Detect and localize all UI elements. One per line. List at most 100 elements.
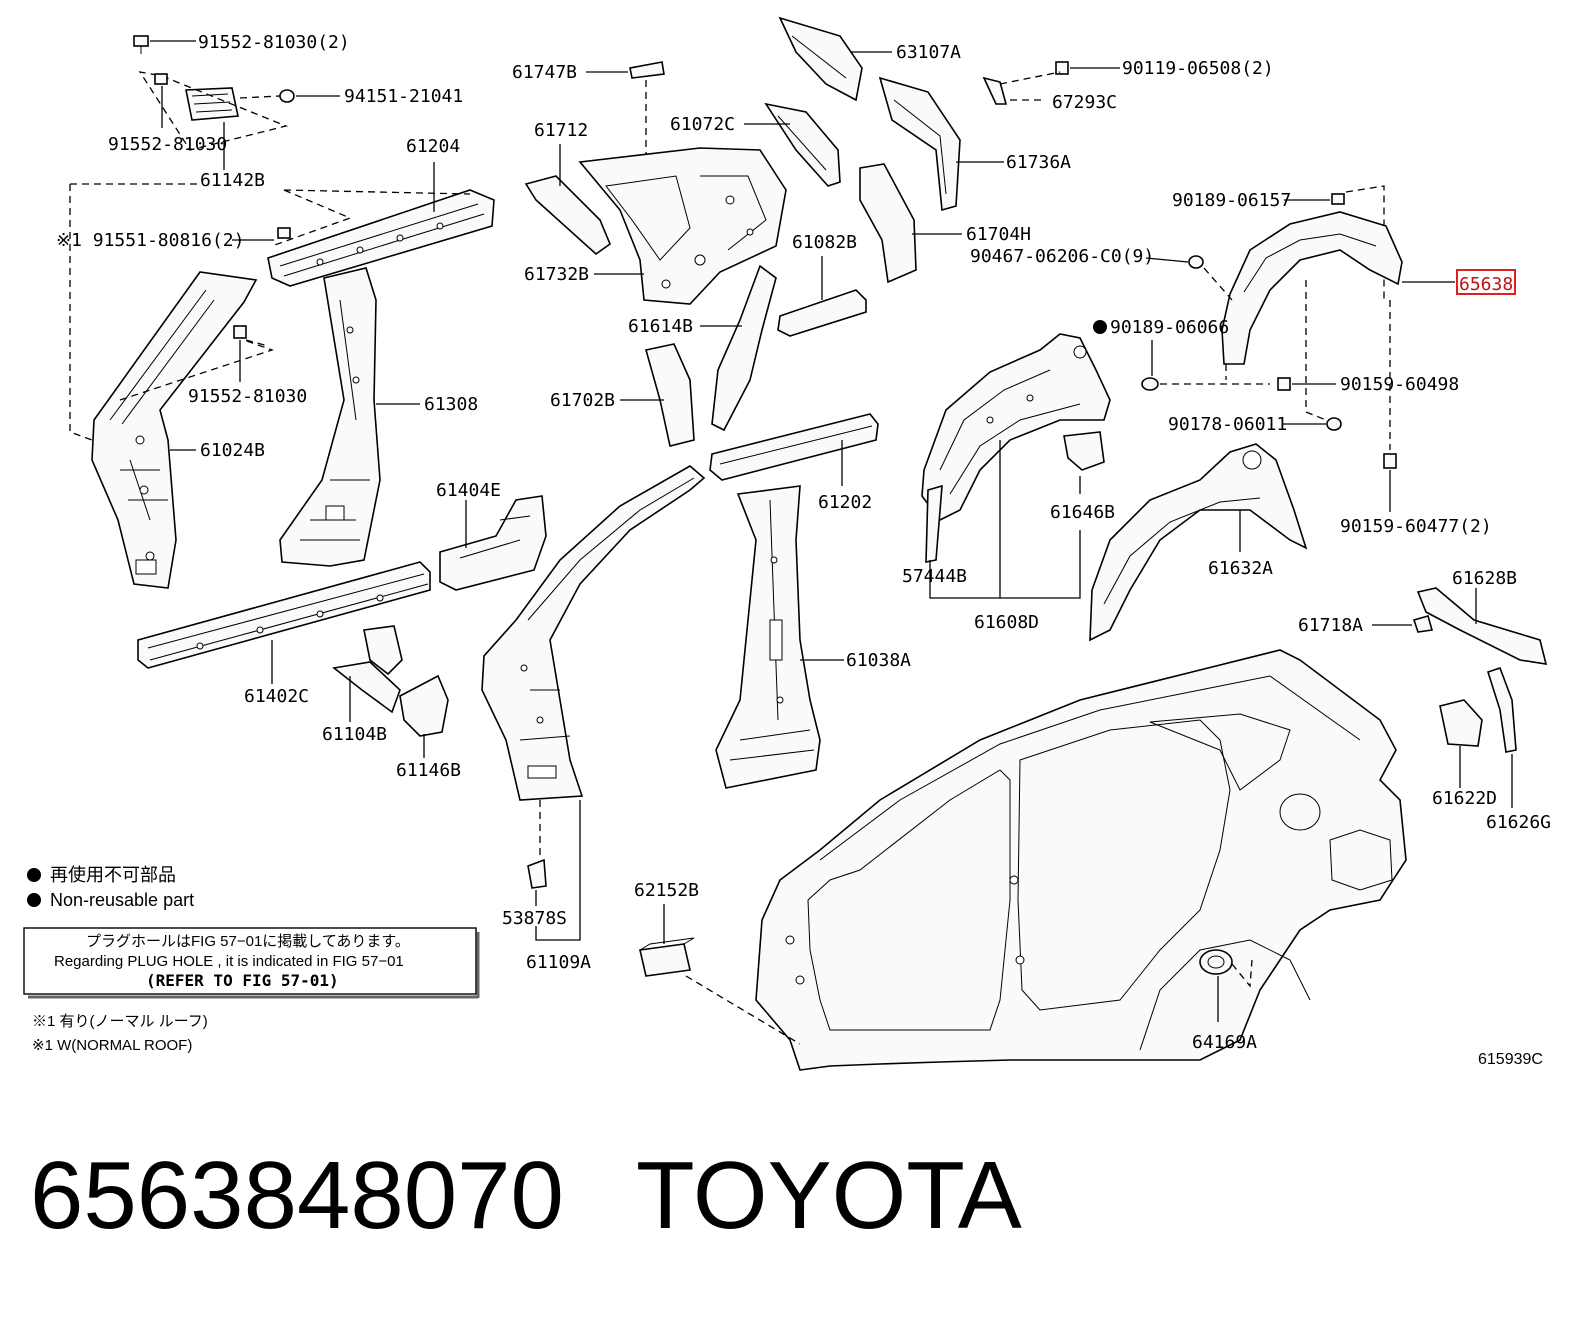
label-61626g: 61626G (1486, 812, 1551, 833)
label-61308: 61308 (424, 394, 478, 415)
label-61632a: 61632A (1208, 558, 1273, 579)
figure-code: 615939C (1478, 1051, 1543, 1068)
plug-hole-note-jp: プラグホールはFIG 57−01に掲載してあります。 (86, 933, 410, 950)
legend-jp: 再使用不可部品 (50, 865, 176, 885)
label-90178-06011: 90178-06011 (1168, 414, 1287, 435)
label-61146b: 61146B (396, 760, 461, 781)
label-90189-06066: 90189-06066 (1110, 317, 1229, 338)
label-61608d: 61608D (974, 612, 1039, 633)
panel-63107a (778, 16, 863, 102)
bracket-61622d (1439, 699, 1483, 747)
rocker-61402c (137, 561, 431, 669)
label-61082b: 61082B (792, 232, 857, 253)
bolt-icon (1331, 193, 1345, 205)
label-64169a: 64169A (1192, 1032, 1257, 1053)
non-reusable-marker-icon (27, 868, 41, 882)
pillar-61024b (91, 271, 258, 589)
clip-icon (1141, 377, 1159, 391)
label-61622d: 61622D (1432, 788, 1497, 809)
plug-hole-note-box (23, 927, 477, 995)
bracket-61646b (1063, 431, 1105, 471)
plug-hole-note-en: Regarding PLUG HOLE , it is indicated in… (54, 953, 404, 970)
label-90467-06206: 90467-06206-C0(9) (970, 246, 1154, 267)
label-61646b: 61646B (1050, 502, 1115, 523)
bracket-61712 (524, 175, 611, 256)
non-reusable-marker-icon (1093, 320, 1107, 334)
plug-hole-note-ref: (REFER TO FIG 57-01) (146, 971, 339, 990)
panel-61732b (578, 147, 787, 305)
plug-icon (279, 89, 295, 103)
bolt-icon (154, 73, 168, 85)
bracket-61146b (399, 674, 449, 737)
bolt-icon (133, 35, 149, 54)
label-61404e: 61404E (436, 480, 501, 501)
silencer-block-62152b (639, 937, 695, 977)
label-91552-81030-b: 91552-81030 (188, 386, 307, 407)
bracket-61404e (439, 495, 547, 591)
pillar-61308 (279, 267, 381, 567)
legend-en: Non-reusable part (50, 890, 194, 910)
label-61732b: 61732B (524, 264, 589, 285)
panel-61704h (859, 163, 917, 284)
bolt-icon (1383, 453, 1397, 469)
footer-brand: TOYOTA (636, 1142, 1022, 1249)
nut-icon (1326, 417, 1342, 431)
pillar-61038a (715, 485, 821, 789)
bolt-icon (277, 227, 291, 239)
label-61702b: 61702B (550, 390, 615, 411)
label-61202: 61202 (818, 492, 872, 513)
label-94151-21041: 94151-21041 (344, 86, 463, 107)
label-67293c: 67293C (1052, 92, 1117, 113)
label-91552-81030-a: 91552-81030 (108, 134, 227, 155)
label-61736a: 61736A (1006, 152, 1071, 173)
highlight-box (1456, 269, 1516, 295)
bolt-icon (1055, 61, 1069, 75)
label-61712: 61712 (534, 120, 588, 141)
reinforcement-61614b (711, 264, 777, 432)
pillar-61109a (481, 465, 706, 801)
clip-67293c (982, 76, 1008, 105)
label-61628b: 61628B (1452, 568, 1517, 589)
label-91551-80816: ※1 91551-80816(2) (56, 230, 244, 251)
panel-61072c (764, 102, 841, 187)
bracket-61628b (1416, 587, 1548, 665)
bolt-icon (233, 325, 247, 339)
label-63107a: 63107A (896, 42, 961, 63)
label-61142b: 61142B (200, 170, 265, 191)
label-61704h: 61704H (966, 224, 1031, 245)
label-90159-60477: 90159-60477(2) (1340, 516, 1492, 537)
grommet-64169a (1199, 949, 1233, 975)
seal-57444b (925, 484, 943, 563)
label-61104b: 61104B (322, 724, 387, 745)
non-reusable-marker-icon (27, 893, 41, 907)
bracket-61104b (332, 625, 403, 714)
wheel-liner-65638 (1221, 211, 1403, 365)
panel-61736a (878, 76, 961, 212)
footnote-en: ※1 W(NORMAL ROOF) (32, 1037, 192, 1054)
label-90119-06508: 90119-06508(2) (1122, 58, 1274, 79)
footnote-jp: ※1 有り(ノーマル ルーフ) (32, 1013, 208, 1030)
clip-53878s (527, 858, 547, 889)
wheelhouse-61632a (1089, 443, 1308, 642)
clip-61747b (629, 61, 665, 79)
nut-icon (1188, 255, 1204, 269)
label-61109a: 61109A (526, 952, 591, 973)
footer-part-number: 6563848070 (30, 1142, 564, 1249)
label-61402c: 61402C (244, 686, 309, 707)
label-61718a: 61718A (1298, 615, 1363, 636)
reinforcement-61702b (645, 343, 695, 447)
label-90159-60498: 90159-60498 (1340, 374, 1459, 395)
label-61072c: 61072C (670, 114, 735, 135)
label-61614b: 61614B (628, 316, 693, 337)
label-61024b: 61024B (200, 440, 265, 461)
body-side-outer (755, 649, 1407, 1071)
clip-61718a (1412, 615, 1434, 633)
bolt-icon (1277, 377, 1291, 391)
wheelhouse-61608d (921, 333, 1111, 522)
bracket-61082b (777, 289, 867, 337)
label-61038a: 61038A (846, 650, 911, 671)
label-91552-81030-2: 91552-81030(2) (198, 32, 350, 53)
label-61204: 61204 (406, 136, 460, 157)
label-65638: 65638 (1459, 274, 1513, 295)
